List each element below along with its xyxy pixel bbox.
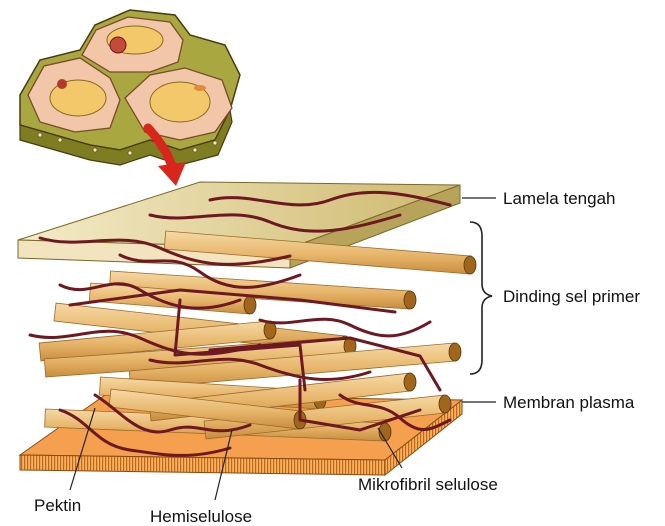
label-mikrofibril-selulose: Mikrofibril selulose [358,476,498,493]
nucleus-left [57,79,67,89]
primary-wall-brace [470,222,492,374]
microfibril-end [439,395,451,413]
label-hemiselulose: Hemiselulose [150,508,252,525]
microfibril-end [464,256,476,274]
nucleus-top [110,37,126,53]
microfibril-end [404,373,416,391]
plant-cells-cluster [20,10,240,165]
microfibril-end [404,291,416,309]
microfibril-end [244,296,256,314]
label-lamela-tengah: Lamela tengah [503,190,615,207]
chloroplast-right [194,85,206,91]
label-dinding-sel-primer: Dinding sel primer [503,288,640,305]
label-membran-plasma: Membran plasma [503,394,634,411]
label-pektin: Pektin [34,497,81,514]
microfibril-end [449,343,461,361]
